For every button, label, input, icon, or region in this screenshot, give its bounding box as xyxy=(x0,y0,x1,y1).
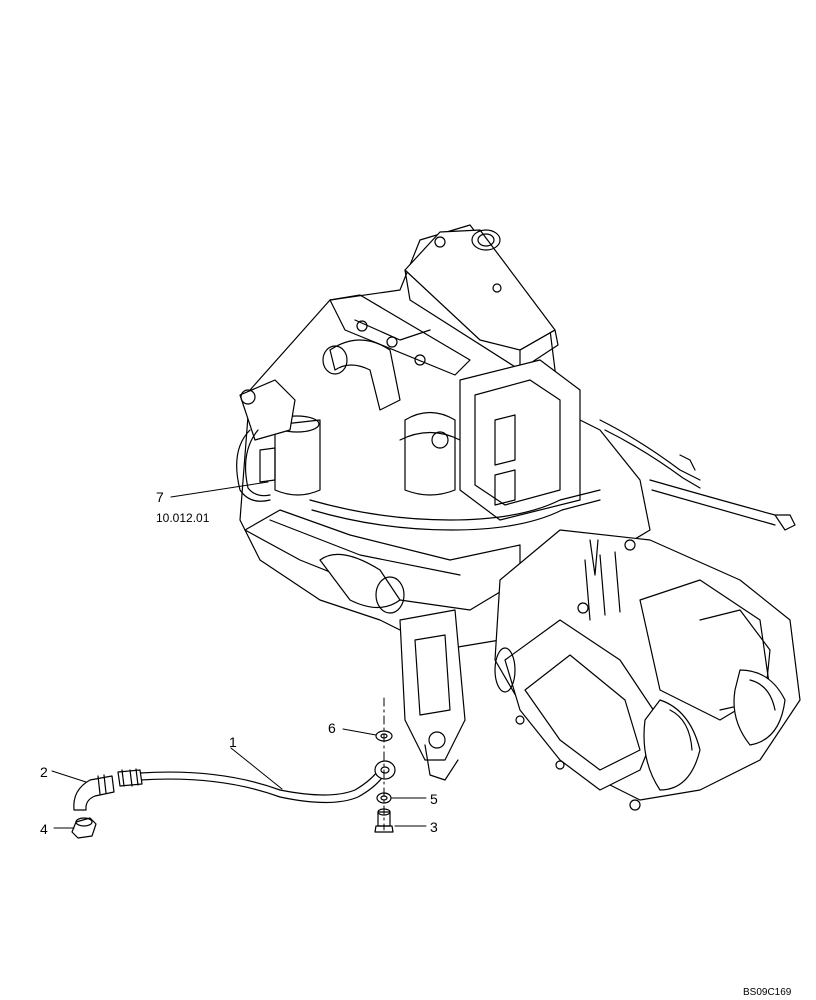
engine-block xyxy=(236,224,796,781)
leader-lines xyxy=(51,481,427,829)
drain-hose-parts xyxy=(71,697,396,839)
pump-assembly xyxy=(494,529,801,811)
cross-reference: 10.012.01 xyxy=(156,511,210,525)
callout-2: 2 xyxy=(40,764,48,780)
figure-id: BS09C169 xyxy=(743,987,792,998)
callout-7: 7 xyxy=(156,489,164,505)
callout-1: 1 xyxy=(229,734,237,750)
callout-3: 3 xyxy=(430,819,438,835)
hose xyxy=(139,767,381,796)
callout-5: 5 xyxy=(430,791,438,807)
callout-6: 6 xyxy=(328,720,336,736)
callout-4: 4 xyxy=(40,821,48,837)
cap xyxy=(71,817,97,839)
elbow-fitting xyxy=(73,775,115,811)
